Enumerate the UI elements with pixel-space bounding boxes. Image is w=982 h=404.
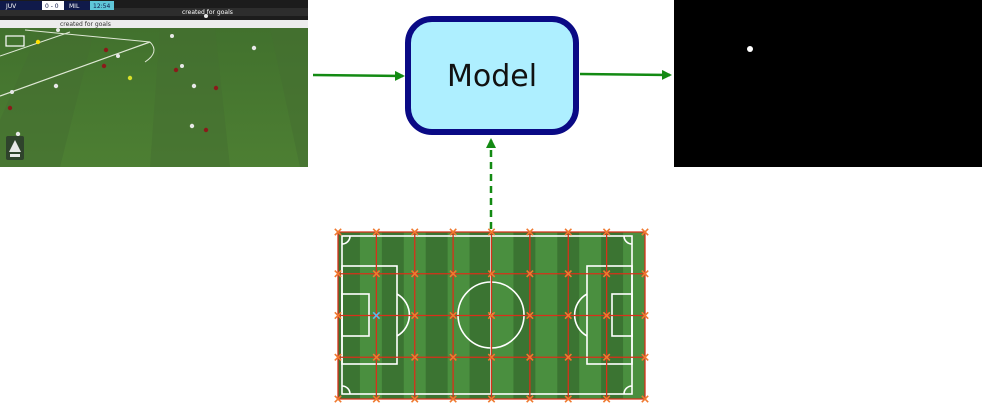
keypoint-marker [564, 311, 573, 320]
keypoint-marker [449, 311, 457, 320]
keypoint-marker [564, 353, 573, 362]
keypoint-marker [449, 269, 457, 278]
input-video-frame: created for goals created for goals [0, 0, 308, 167]
keypoint-marker [564, 269, 573, 278]
arrow-input-to-model [312, 70, 405, 81]
output-heatmap [674, 0, 982, 167]
keypoint-marker [410, 395, 419, 403]
keypoint-marker [410, 228, 419, 236]
keypoint-marker [334, 311, 342, 320]
keypoint-marker [641, 395, 649, 403]
model-box: Model [405, 16, 579, 135]
keypoint-marker [487, 228, 496, 236]
keypoint-marker [334, 269, 342, 278]
keypoint-marker [526, 269, 534, 278]
keypoint-marker [641, 311, 649, 320]
keypoint-marker [602, 395, 611, 403]
keypoint-marker [487, 311, 496, 320]
keypoint-marker [526, 395, 534, 403]
ball-location-dot [747, 46, 753, 52]
keypoint-marker [410, 269, 419, 278]
match-clock: 12:54 [93, 3, 110, 10]
keypoint-marker [487, 353, 496, 362]
model-label: Model [447, 59, 537, 94]
keypoint-marker [526, 228, 534, 236]
home-team: JUV [5, 3, 17, 10]
keypoint-marker [372, 353, 381, 362]
keypoint-marker [526, 311, 534, 320]
keypoint-marker [410, 353, 419, 362]
keypoint-marker [487, 395, 496, 403]
keypoint-marker [526, 353, 534, 362]
highlighted-keypoint-marker [372, 311, 381, 320]
keypoint-marker [641, 269, 649, 278]
keypoint-marker [334, 228, 342, 236]
keypoint-marker [487, 269, 496, 278]
keypoint-marker [641, 353, 649, 362]
keypoint-marker [602, 228, 611, 236]
keypoint-marker [334, 395, 342, 403]
keypoint-markers [334, 228, 649, 403]
score: 0 - 0 [45, 3, 59, 10]
keypoint-marker [602, 269, 611, 278]
ad-board-text: created for goals [60, 21, 111, 28]
keypoint-marker [564, 395, 573, 403]
keypoint-marker [641, 228, 649, 236]
keypoint-marker [372, 395, 381, 403]
keypoint-marker [372, 269, 381, 278]
keypoint-marker [410, 311, 419, 320]
keypoint-marker [449, 395, 457, 403]
scoreboard: JUV 0 - 0 MIL 12:54 [0, 1, 114, 10]
keypoint-marker [564, 228, 573, 236]
keypoint-marker [372, 228, 381, 236]
keypoint-marker [449, 228, 457, 236]
serie-a-logo-icon [6, 136, 24, 160]
ad-board-text: created for goals [182, 9, 233, 16]
keypoint-marker [334, 353, 342, 362]
keypoint-marker [602, 311, 611, 320]
away-team: MIL [69, 3, 80, 10]
keypoint-marker [449, 353, 457, 362]
keypoint-marker [602, 353, 611, 362]
pitch-template [334, 228, 649, 403]
arrow-model-to-output [579, 69, 672, 80]
